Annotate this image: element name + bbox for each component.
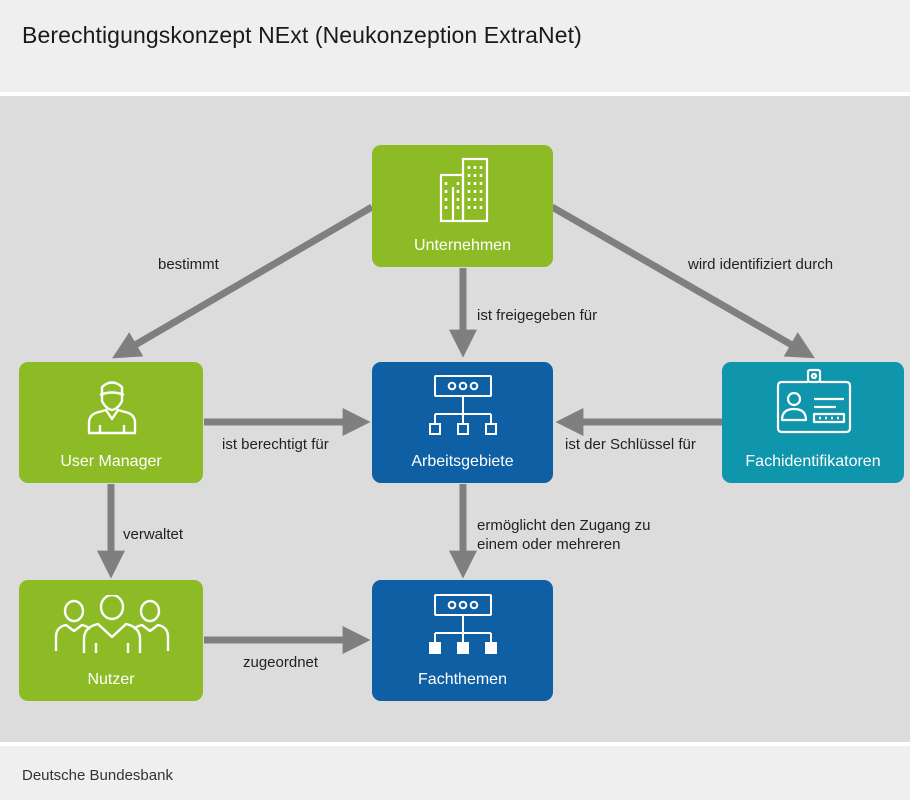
node-nutzer: Nutzer: [19, 580, 203, 701]
edge-label-wird-identifiziert: wird identifiziert durch: [688, 256, 834, 273]
hierarchy-icon: [429, 375, 497, 435]
node-label: Fachidentifikatoren: [745, 453, 881, 470]
edge-label-zugeordnet: zugeordnet: [243, 654, 319, 671]
arrow-wird-identifiziert: [550, 203, 815, 359]
source-credit: Deutsche Bundesbank: [22, 767, 173, 784]
node-fachidentifikatoren: Fachidentifikatoren: [722, 362, 904, 483]
footer: Deutsche Bundesbank: [0, 746, 910, 800]
node-arbeitsgebiete: Arbeitsgebiete: [372, 362, 553, 483]
office-building-icon: [439, 157, 489, 223]
edge-label-ermoeglicht: ermöglicht den Zugang zu einem oder mehr…: [477, 517, 651, 553]
arrow-bestimmt: [112, 203, 374, 359]
edge-label-ist-freigegeben: ist freigegeben für: [477, 307, 598, 324]
edge-label-verwaltet: verwaltet: [123, 526, 184, 543]
node-label: Unternehmen: [414, 237, 511, 254]
node-label: User Manager: [60, 453, 162, 470]
user-icon: [87, 381, 137, 435]
user-group-icon: [54, 595, 170, 653]
header: Berechtigungskonzept NExt (Neukonzeption…: [0, 0, 910, 92]
hierarchy-icon: [429, 594, 497, 654]
node-label: Nutzer: [87, 671, 135, 688]
edge-label-ist-schluessel: ist der Schlüssel für: [565, 436, 696, 453]
page-title: Berechtigungskonzept NExt (Neukonzeption…: [22, 22, 582, 48]
edge-label-ist-berechtigt: ist berechtigt für: [222, 436, 329, 453]
id-badge-icon: [776, 368, 852, 434]
node-label: Fachthemen: [418, 671, 507, 688]
node-user-manager: User Manager: [19, 362, 203, 483]
node-label: Arbeitsgebiete: [411, 453, 514, 470]
node-unternehmen: Unternehmen: [372, 145, 553, 267]
node-fachthemen: Fachthemen: [372, 580, 553, 701]
edge-label-bestimmt: bestimmt: [158, 256, 219, 273]
